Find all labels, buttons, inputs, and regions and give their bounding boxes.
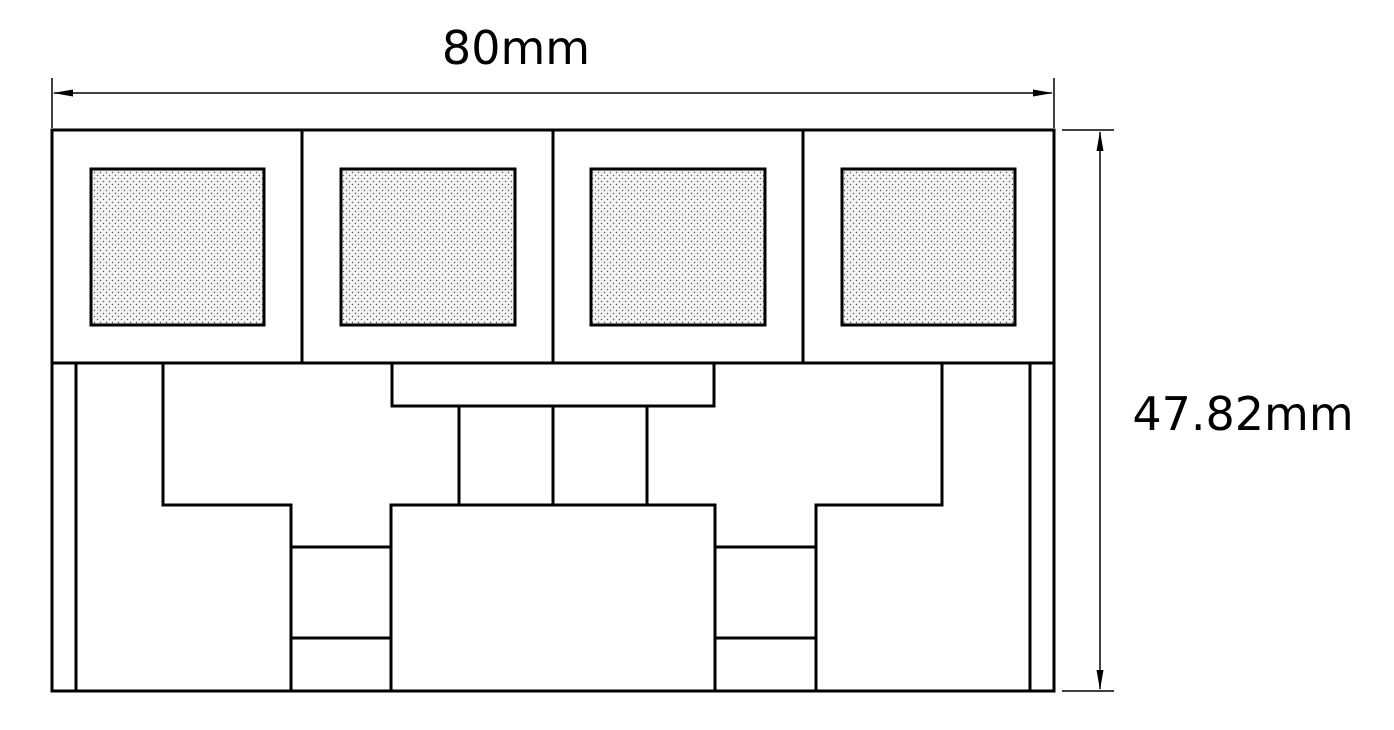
center-bracket [392,363,714,406]
width-dimension: 80mm [52,21,1054,128]
center-block [391,505,715,691]
height-dimension: 47.82mm [1062,130,1354,691]
height-label: 47.82mm [1132,387,1353,441]
width-label: 80mm [442,21,590,75]
internal-structure [163,363,942,691]
right-trace [816,363,942,691]
pad-2 [341,169,515,325]
pad-1 [91,169,264,325]
pad-3 [591,169,765,325]
left-trace [163,363,291,691]
pad-4 [842,169,1015,325]
